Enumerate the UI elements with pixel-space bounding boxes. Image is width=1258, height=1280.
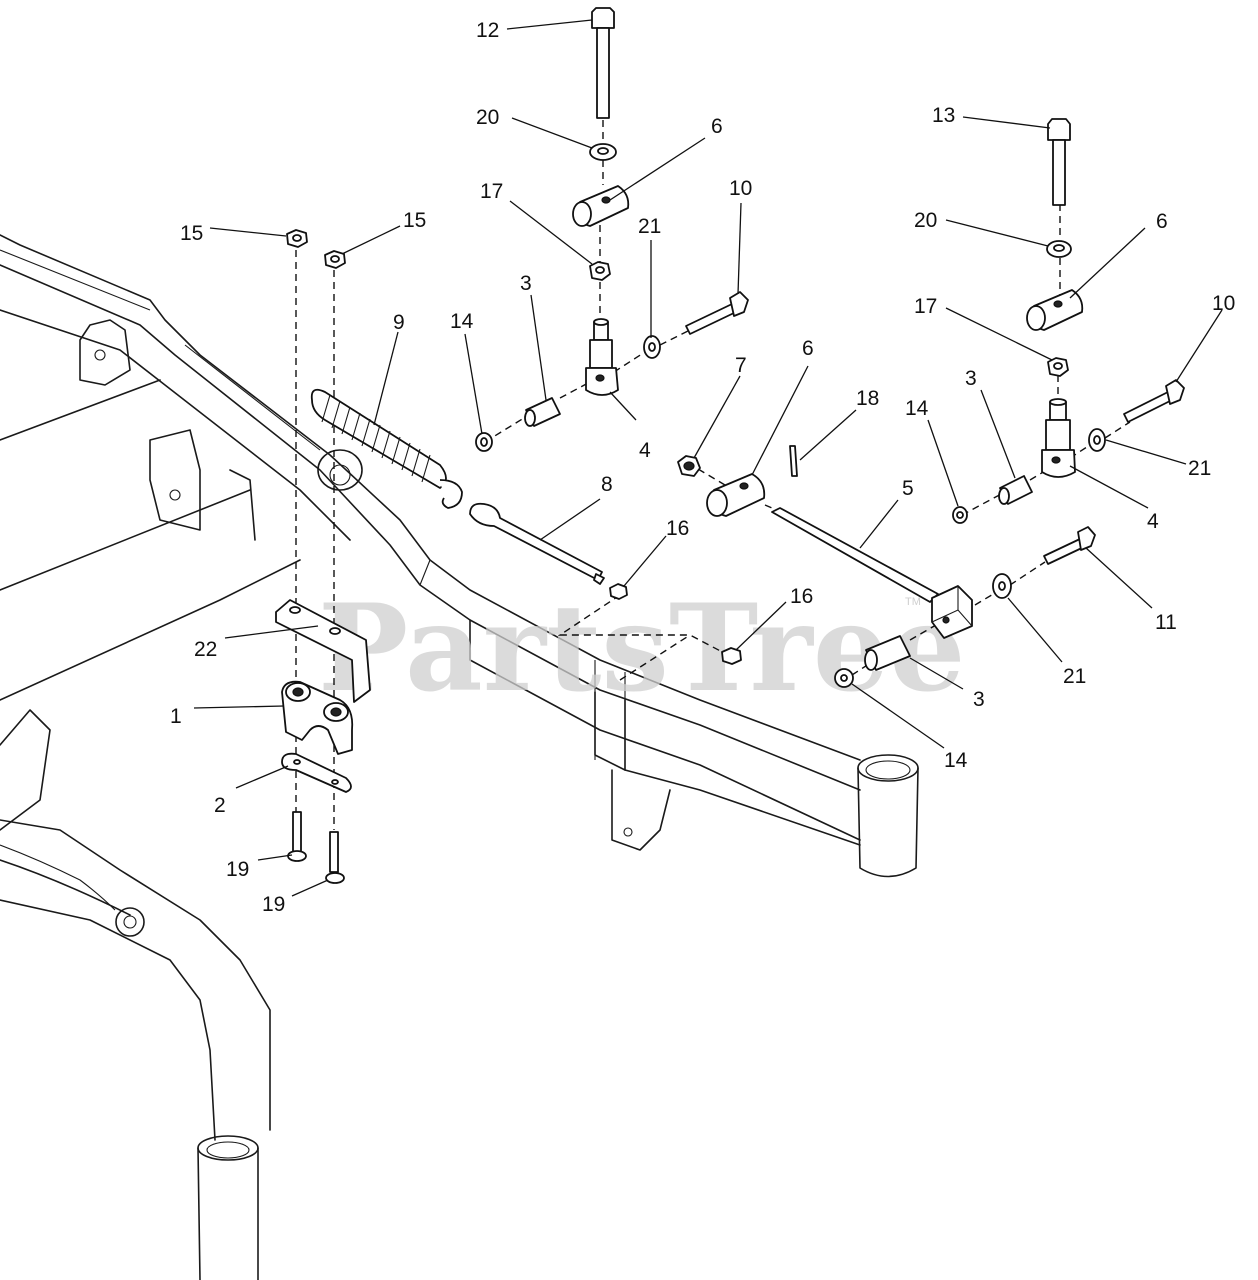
part-nut-15-left <box>286 229 308 248</box>
callout-18: 18 <box>856 387 879 410</box>
callout-17: 17 <box>480 180 503 203</box>
callout-11: 11 <box>1155 611 1177 634</box>
callout-6: 6 <box>1156 210 1168 233</box>
part-washer-20-left <box>589 143 617 161</box>
part-nut-17-right <box>1047 357 1069 377</box>
part-washer-20-right <box>1046 240 1072 258</box>
part-nut-14-lower <box>834 668 854 688</box>
mower-frame <box>0 234 919 1280</box>
callout-3: 3 <box>520 272 532 295</box>
callout-7: 7 <box>735 354 747 377</box>
part-pivot-block-6-right <box>1026 289 1084 331</box>
callout-2: 2 <box>214 794 226 817</box>
callout-22: 22 <box>194 638 217 661</box>
part-bushing-3-lower <box>864 635 911 671</box>
part-nut-17-left <box>589 261 611 281</box>
callout-6: 6 <box>711 115 723 138</box>
part-bolt-10-right <box>1123 379 1185 423</box>
callout-10: 10 <box>729 177 752 200</box>
callout-3: 3 <box>973 688 985 711</box>
callout-16: 16 <box>790 585 813 608</box>
watermark: PartsTree <box>318 578 965 719</box>
callout-21: 21 <box>1188 457 1211 480</box>
part-nut-14-right <box>952 506 968 524</box>
part-pivot-block-6-top <box>572 185 630 227</box>
part-pivot-shaft-4-left <box>585 318 619 396</box>
callout-6: 6 <box>802 337 814 360</box>
callout-14: 14 <box>944 749 968 772</box>
part-bracket-22 <box>275 599 371 703</box>
part-pivot-shaft-4-right <box>1041 398 1076 478</box>
callout-labels: 12 20 6 17 21 10 15 15 9 14 3 4 13 20 6 … <box>170 19 1235 916</box>
part-washer-21-left <box>643 335 661 359</box>
part-rod-8 <box>469 502 605 585</box>
callout-20: 20 <box>914 209 937 232</box>
part-washer-21-right <box>1088 428 1106 452</box>
callout-20: 20 <box>476 106 499 129</box>
callout-21: 21 <box>1063 665 1086 688</box>
callout-19: 19 <box>226 858 249 881</box>
part-bushing-3-left <box>524 397 561 427</box>
callout-5: 5 <box>902 477 914 500</box>
leader-lines <box>193 19 1223 897</box>
part-spring-9 <box>310 388 463 509</box>
part-nut-16-upper <box>609 583 628 600</box>
callout-8: 8 <box>601 473 613 496</box>
callout-13: 13 <box>932 104 955 127</box>
callout-15: 15 <box>180 222 203 245</box>
callout-16: 16 <box>666 517 689 540</box>
part-bolt-12 <box>591 7 615 119</box>
callout-12: 12 <box>476 19 499 42</box>
callout-4: 4 <box>639 439 651 462</box>
part-nut-15-right <box>324 250 346 269</box>
part-bolt-19-left <box>287 811 307 862</box>
callout-14: 14 <box>905 397 929 420</box>
part-shaft-5 <box>771 507 973 639</box>
part-plate-2 <box>281 752 352 793</box>
part-bolt-10-left <box>685 291 749 335</box>
callout-1: 1 <box>170 705 182 728</box>
callout-19: 19 <box>262 893 285 916</box>
callout-21: 21 <box>638 215 661 238</box>
part-washer-21-lower <box>992 573 1012 599</box>
part-bolt-13 <box>1047 118 1071 206</box>
part-castle-nut-7 <box>677 455 701 477</box>
watermark-trademark: TM <box>905 596 921 608</box>
part-pivot-block-6-center <box>706 473 766 517</box>
part-nut-14-left <box>475 432 493 452</box>
part-bushing-3-right <box>998 475 1033 505</box>
callout-17: 17 <box>914 295 937 318</box>
part-bearing-block-1 <box>281 680 354 755</box>
callout-15: 15 <box>403 209 426 232</box>
part-bolt-11 <box>1043 526 1096 565</box>
callout-10: 10 <box>1212 292 1235 315</box>
part-cotter-pin-18 <box>789 445 798 477</box>
callout-3: 3 <box>965 367 977 390</box>
callout-9: 9 <box>393 311 405 334</box>
callout-4: 4 <box>1147 510 1159 533</box>
part-bolt-19-right <box>325 831 345 884</box>
part-nut-16-lower <box>721 647 742 665</box>
callout-14: 14 <box>450 310 474 333</box>
